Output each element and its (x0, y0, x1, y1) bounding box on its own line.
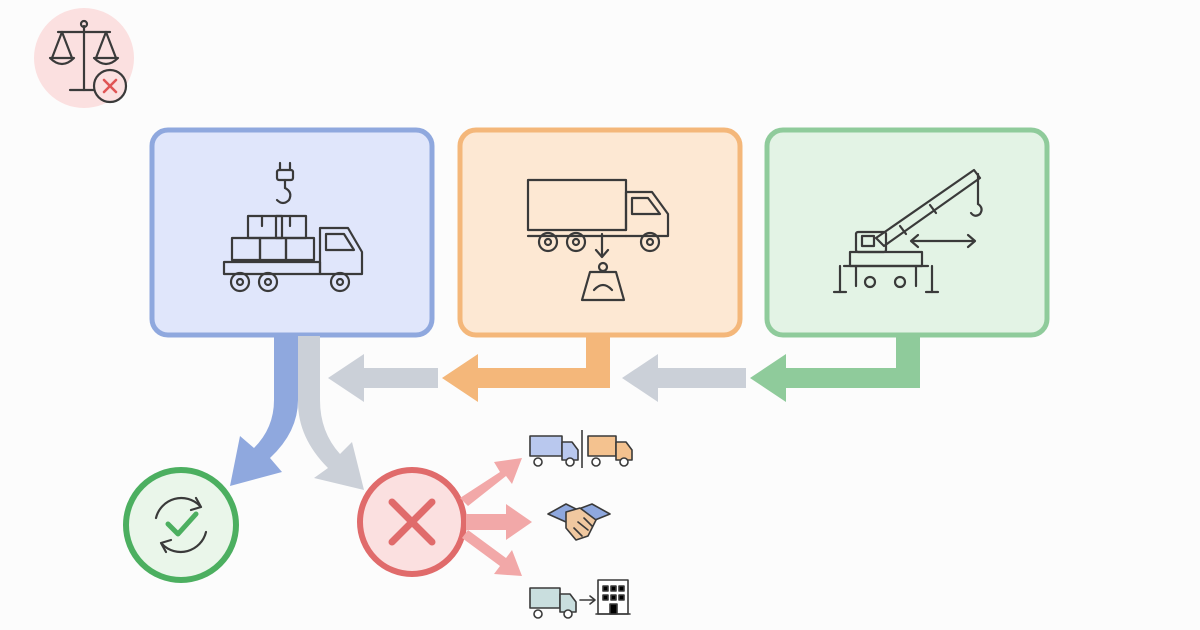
panel-green-crane (764, 127, 1050, 338)
green-flow-arrow (750, 336, 920, 402)
blue-branch-arrow (230, 336, 298, 486)
panel-blue-loading (149, 127, 435, 338)
handshake-icon (547, 503, 611, 541)
scales-with-x-icon (34, 8, 134, 108)
truck-with-weight-icon (526, 178, 670, 302)
x-mark-icon (357, 467, 467, 577)
gray-flow-arrow-right (622, 354, 746, 402)
panel-orange-weighing (457, 127, 743, 338)
gray-branch-arrow (298, 336, 364, 490)
orange-flow-arrow (442, 336, 610, 402)
hook-and-loaded-flatbed-truck-icon (222, 161, 364, 293)
truck-to-building-icon (529, 579, 631, 619)
two-trucks-split-icon (529, 430, 633, 468)
gray-flow-arrow-left (328, 354, 438, 402)
red-alternative-arrows (460, 458, 532, 576)
refresh-check-icon (123, 467, 239, 583)
mobile-crane-with-reach-arrow-icon (832, 168, 983, 294)
